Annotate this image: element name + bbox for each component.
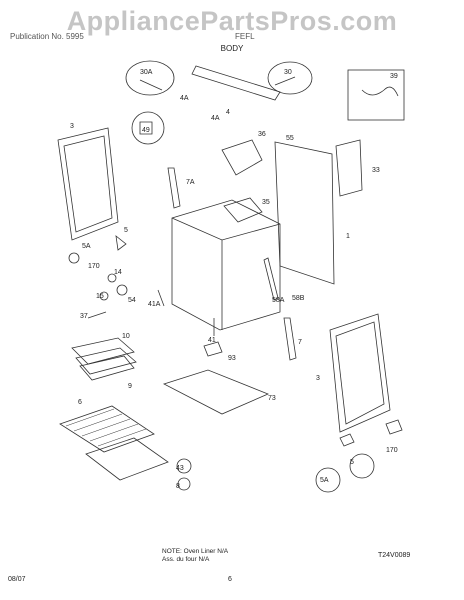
part-14 (107, 273, 117, 283)
callout-label-22: 41 (208, 337, 216, 344)
callout-label-0: 30A (140, 69, 153, 76)
callout-label-1: 4A (180, 95, 189, 102)
callout-label-32: 43 (176, 465, 184, 472)
callout-label-11: 35 (262, 199, 270, 206)
model-header: FEFL (235, 32, 255, 41)
part-15 (99, 291, 109, 301)
callout-label-12: 33 (372, 167, 380, 174)
note-line-1: NOTE: Oven Liner N/A (162, 548, 229, 555)
side-panel-right (329, 313, 391, 433)
back-panel (274, 141, 335, 285)
callout-label-15: 5A (82, 243, 91, 250)
callout-label-29: 9 (128, 383, 132, 390)
callout-bubble-5a-left (68, 252, 80, 264)
callout-bubble-8 (177, 477, 191, 491)
callout-label-4: 39 (390, 73, 398, 80)
note-line-2: Ass. du four N/A (162, 556, 210, 563)
callout-label-6: 49 (142, 127, 150, 134)
publication-header: Publication No. 5995 (10, 32, 84, 41)
callout-label-30: 6 (78, 399, 82, 406)
callout-label-33: 8 (176, 483, 180, 490)
callout-label-8: 36 (258, 131, 266, 138)
insulation-35 (223, 197, 263, 223)
screw-37 (87, 311, 107, 319)
hinge-bracket-right (339, 433, 355, 447)
broiler-pan-10 (71, 337, 135, 365)
callout-label-34: 5 (350, 459, 354, 466)
callout-label-31: 73 (268, 395, 276, 402)
watermark: AppliancePartsPros.com (66, 6, 398, 36)
callout-bubble-49 (131, 111, 165, 145)
callout-label-19: 54 (128, 297, 136, 304)
callout-label-13: 1 (346, 233, 350, 240)
callout-label-17: 14 (114, 269, 122, 276)
tray-8 (85, 437, 169, 481)
callout-bubble-5a-right (315, 467, 341, 493)
part-41a (157, 289, 165, 307)
callout-label-14: 5 (124, 227, 128, 234)
callout-label-23: 58A (272, 297, 285, 304)
callout-label-10: 7A (186, 179, 195, 186)
hinge-7a (167, 167, 181, 209)
callout-bubble-30a (125, 60, 175, 96)
callout-label-35: 5A (320, 477, 329, 484)
footnote: NOTE: Oven Liner N/A Ass. du four N/A (162, 548, 228, 564)
bottom-panel-73 (162, 369, 270, 415)
part-93 (203, 341, 223, 357)
side-panel-left (57, 127, 119, 241)
callout-label-2: 4 (226, 109, 230, 116)
top-bracket (191, 65, 281, 101)
callout-bubble-43 (176, 458, 192, 474)
callout-label-9: 55 (286, 135, 294, 142)
bracket-36 (221, 139, 263, 176)
footer-date: 08/07 (8, 576, 26, 583)
page-number: 6 (228, 576, 232, 583)
callout-label-18: 15 (96, 293, 104, 300)
cover-33 (335, 139, 363, 197)
callout-label-25: 7 (298, 339, 302, 346)
section-title: BODY (220, 44, 244, 53)
part-54 (116, 284, 128, 296)
callout-label-16: 170 (88, 263, 100, 270)
callout-label-21: 41A (148, 301, 161, 308)
callout-label-3: 30 (284, 69, 292, 76)
oven-cavity (171, 199, 281, 331)
hinge-7 (283, 317, 297, 361)
trim-58 (263, 257, 279, 301)
callout-label-24: 58B (292, 295, 305, 302)
callout-label-20: 37 (80, 313, 88, 320)
callout-label-26: 10 (122, 333, 130, 340)
wire-harness-box (347, 69, 405, 121)
callout-label-27: 93 (228, 355, 236, 362)
callout-bubble-5-right (349, 453, 375, 479)
callout-label-7: 4A (211, 115, 220, 122)
callout-label-5: 3 (70, 123, 74, 130)
callout-bubble-30 (267, 61, 313, 95)
oven-rack-6 (59, 405, 155, 453)
callout-label-28: 3 (316, 375, 320, 382)
figure-code: T24V0089 (378, 552, 411, 559)
callout-label-36: 170 (386, 447, 398, 454)
